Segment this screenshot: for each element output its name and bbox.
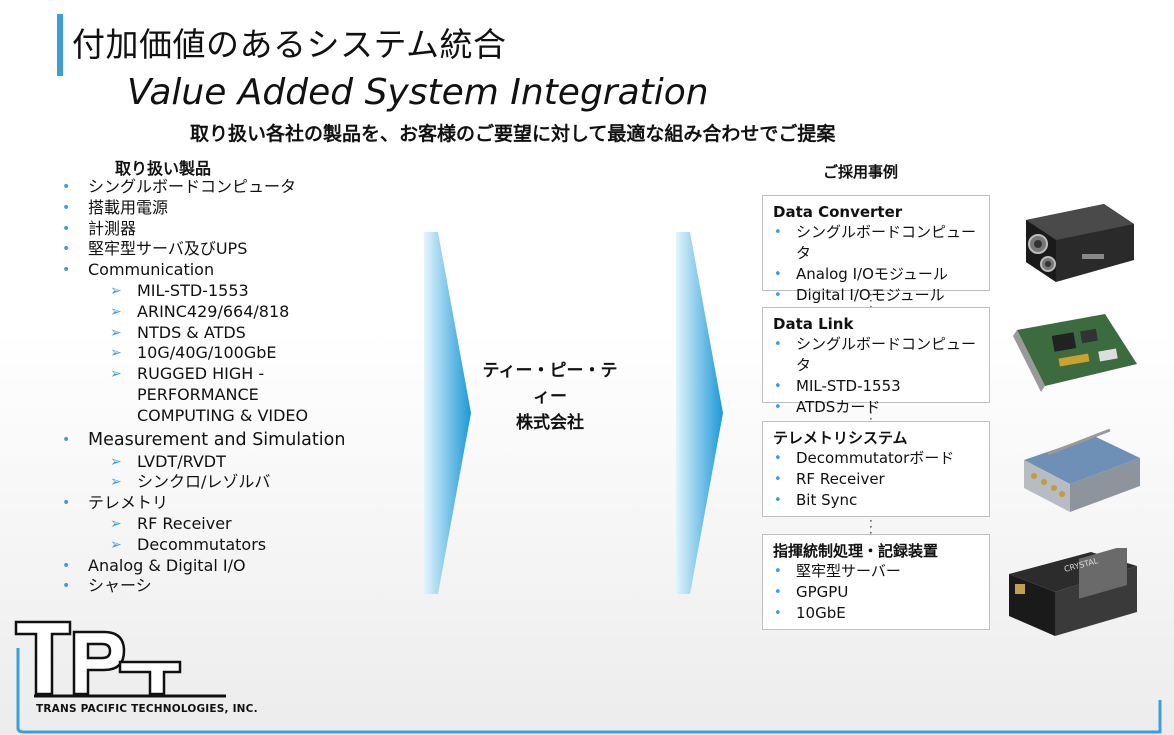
arrow-bullet-icon: ➢	[110, 474, 122, 491]
arrow-bullet-icon: ➢	[110, 345, 122, 362]
cases-heading: ご採用事例	[823, 163, 899, 181]
bullet-icon: •	[774, 472, 782, 487]
products-list: •シングルボードコンピュータ •搭載用電源 •計測器 •堅牢型サーバ及びUPS …	[62, 177, 345, 597]
sub-list-item: ➢NTDS & ATDS	[110, 322, 246, 342]
list-item: •Communication	[62, 260, 215, 280]
vertical-ellipsis: ···	[869, 400, 873, 426]
list-item: •シングルボードコンピュータ	[62, 177, 297, 196]
bullet-icon: •	[774, 564, 782, 579]
bullet-icon: •	[774, 493, 782, 508]
list-item: •テレメトリ	[62, 493, 169, 513]
sub-list-item: ➢Decommutators	[110, 534, 267, 554]
page-subtitle: 取り扱い各社の製品を、お客様のご要望に対して最適な組み合わせでご提案	[190, 123, 836, 145]
company-name: ティー・ピー・ティー 株式会社	[482, 361, 618, 433]
bullet-icon: •	[62, 179, 71, 195]
sub-list-item: ➢MIL-STD-1553	[110, 280, 249, 300]
case-box-telemetry-system: テレメトリシステム •Decommutatorボード •RF Receiver …	[762, 421, 990, 517]
telemetry-unit-image	[1024, 428, 1140, 512]
case-item: •GPGPU	[774, 583, 849, 601]
arrow-bullet-icon: ➢	[110, 303, 122, 320]
case-box-command-control: 指揮統制処理・記録装置 •堅牢型サーバー •GPGPU •10GbE	[762, 534, 990, 630]
rugged-server-image: CRYSTAL	[1009, 548, 1137, 636]
tpt-logo-mark	[14, 620, 1162, 734]
company-logo-text: TRANS PACIFIC TECHNOLOGIES, INC.	[36, 703, 258, 715]
right-chevron-arrow	[676, 232, 723, 594]
bullet-icon: •	[774, 379, 782, 394]
bullet-icon: •	[62, 241, 71, 258]
sub-list-item: ➢RUGGED HIGH -	[110, 364, 265, 384]
case-item: •シングルボードコンピュータ	[774, 335, 977, 374]
sub-list-item-continuation: PERFORMANCE	[137, 384, 259, 404]
arrow-bullet-icon: ➢	[110, 366, 122, 383]
bullet-icon: •	[62, 220, 71, 237]
case-item: •ATDSカード	[774, 398, 881, 416]
sub-list-item: ➢RF Receiver	[110, 513, 232, 533]
bullet-icon: •	[62, 578, 71, 595]
list-item: •Analog & Digital I/O	[62, 555, 246, 575]
vertical-ellipsis: ···	[869, 514, 873, 540]
bullet-icon: •	[62, 262, 71, 279]
list-item: •Measurement and Simulation	[62, 429, 346, 450]
bullet-icon: •	[62, 199, 71, 216]
bullet-icon: •	[62, 495, 71, 512]
case-title: 指揮統制処理・記録装置	[773, 542, 939, 560]
bullet-icon: •	[774, 337, 782, 352]
arrow-bullet-icon: ➢	[110, 453, 122, 470]
left-chevron-arrow	[424, 232, 471, 594]
data-converter-box-image	[1026, 204, 1134, 282]
sub-list-item-continuation: COMPUTING & VIDEO	[137, 405, 309, 425]
case-item: •RF Receiver	[774, 470, 885, 488]
case-title: テレメトリシステム	[773, 429, 908, 447]
case-item: •堅牢型サーバー	[774, 562, 901, 580]
title-accent-bar	[57, 14, 63, 76]
sub-list-item: ➢ARINC429/664/818	[110, 301, 290, 321]
case-title: Data Link	[773, 315, 854, 333]
bullet-icon: •	[62, 557, 71, 574]
case-item: •Analog I/Oモジュール	[774, 265, 948, 283]
case-item: •10GbE	[774, 604, 846, 622]
case-item: •MIL-STD-1553	[774, 377, 901, 395]
arrow-bullet-icon: ➢	[110, 282, 122, 299]
bullet-icon: •	[774, 400, 782, 415]
arrow-bullet-icon: ➢	[110, 324, 122, 341]
sub-list-item: ➢10G/40G/100GbE	[110, 343, 277, 363]
case-item: •Digital I/Oモジュール	[774, 286, 945, 304]
bullet-icon: •	[774, 606, 782, 621]
case-title: Data Converter	[773, 203, 903, 221]
bullet-icon: •	[774, 288, 782, 303]
bullet-icon: •	[774, 267, 782, 282]
products-heading: 取り扱い製品	[115, 159, 212, 178]
bullet-icon: •	[774, 225, 782, 240]
page-title-english: Value Added System Integration	[127, 72, 709, 113]
arrow-bullet-icon: ➢	[110, 536, 122, 553]
list-item: •堅牢型サーバ及びUPS	[62, 239, 248, 259]
case-box-data-converter: Data Converter •シングルボードコンピュータ •Analog I/…	[762, 195, 990, 304]
case-item: •Bit Sync	[774, 491, 858, 509]
case-item: •Decommutatorボード	[774, 449, 955, 467]
page-title: 付加価値のあるシステム統合	[72, 25, 507, 64]
case-box-data-link: Data Link •シングルボードコンピュータ •MIL-STD-1553 •…	[762, 307, 990, 416]
sub-list-item: ➢LVDT/RVDT	[110, 451, 226, 471]
bullet-icon: •	[774, 451, 782, 466]
arrow-bullet-icon: ➢	[110, 515, 122, 532]
case-item: •シングルボードコンピュータ	[774, 223, 977, 262]
data-link-board-image	[1013, 314, 1137, 392]
bullet-icon: •	[62, 431, 71, 448]
list-item: •計測器	[62, 218, 137, 238]
list-item: •シャーシ	[62, 576, 152, 596]
bullet-icon: •	[774, 585, 782, 600]
list-item: •搭載用電源	[62, 197, 169, 217]
sub-list-item: ➢シンクロ/レゾルバ	[110, 472, 271, 492]
